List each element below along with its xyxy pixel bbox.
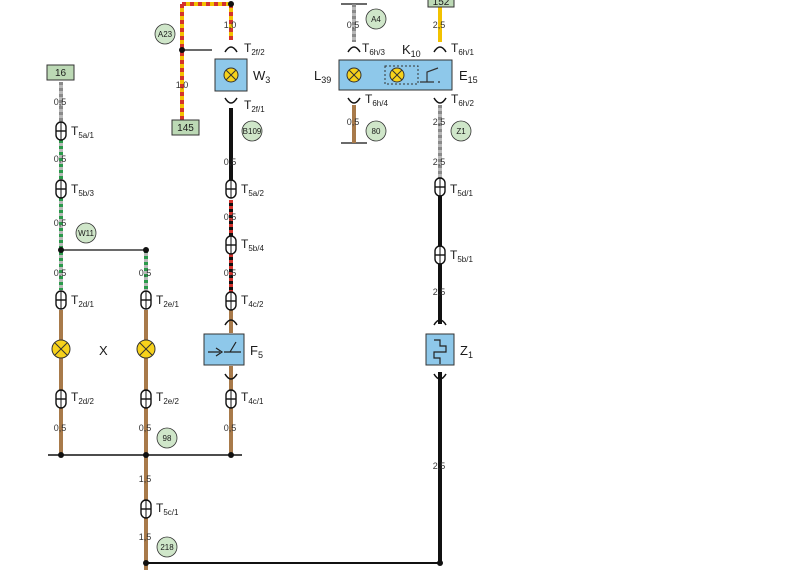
component-e15-label: E15 — [459, 68, 478, 85]
inline-connector-icon — [55, 290, 67, 310]
conn-label-T2f1: T2f/1 — [244, 98, 265, 114]
conn-label-T2d2: T2d/2 — [71, 390, 94, 406]
inline-connector-icon — [55, 121, 67, 141]
conn-label-T2d1: T2d/1 — [71, 293, 94, 309]
inline-connector-icon — [225, 291, 237, 311]
component-l39-label: L39 — [314, 68, 331, 85]
inline-connector-icon — [225, 235, 237, 255]
wire-gauge: 0,5 — [54, 423, 67, 433]
component-l39-e15: L39 K10 E15 — [314, 42, 478, 91]
circle-w11: W11 — [75, 222, 97, 244]
tag-16: 16 — [46, 64, 75, 81]
conn-label-T5b4: T5b/4 — [241, 237, 264, 253]
circle-a4: A4 — [365, 8, 387, 30]
tag-145-label: 145 — [177, 123, 194, 134]
component-f5: F5 — [203, 333, 263, 366]
tag-145: 145 — [171, 119, 200, 136]
pressure-switch-icon — [208, 341, 241, 357]
wire-gauge: 2,5 — [433, 117, 446, 127]
circle-218: 218 — [156, 536, 178, 558]
half-connectors — [224, 46, 447, 380]
inline-connector-icon — [140, 290, 152, 310]
circle-a23-label: A23 — [158, 30, 173, 39]
inline-connector-icon — [225, 179, 237, 199]
circle-80-label: 80 — [372, 127, 381, 136]
circle-b109-label: B109 — [243, 127, 262, 136]
tag-152-label: 152 — [433, 0, 450, 8]
column-3-wires — [180, 2, 233, 455]
circle-z1-label: Z1 — [456, 127, 466, 136]
inline-connector-icon — [225, 389, 237, 409]
circle-98-label: 98 — [163, 434, 172, 443]
component-f5-label: F5 — [250, 343, 263, 360]
inline-connector-icon — [55, 389, 67, 409]
component-w3: W3 — [214, 58, 270, 92]
tag-16-label: 16 — [55, 68, 67, 79]
wire-gauge: 0,5 — [224, 212, 237, 222]
wire-gauge: 2,5 — [433, 287, 446, 297]
wire-gauge: 0,5 — [54, 97, 67, 107]
inline-connector-icon — [140, 389, 152, 409]
wire-gauge: 0,5 — [224, 268, 237, 278]
circle-a4-label: A4 — [371, 15, 381, 24]
circle-b109: B109 — [241, 120, 263, 142]
component-w3-label: W3 — [253, 68, 270, 85]
inline-connector-icon — [55, 179, 67, 199]
component-z1-label: Z1 — [460, 343, 473, 360]
x-marker: X — [99, 343, 108, 358]
conn-label-T2e1: T2e/1 — [156, 293, 179, 309]
inline-connector-icon — [434, 177, 446, 197]
wire-gauge: 0,5 — [139, 423, 152, 433]
circle-98: 98 — [156, 427, 178, 449]
wire-gauge: 0,5 — [224, 157, 237, 167]
wire-gauge: 0,5 — [54, 154, 67, 164]
conn-label-T6h2: T6h/2 — [451, 92, 474, 108]
conn-label-T5b3: T5b/3 — [71, 182, 94, 198]
junction-dots — [58, 1, 443, 566]
conn-label-T4c2: T4c/2 — [241, 293, 264, 309]
wire-gauge: 0,5 — [54, 268, 67, 278]
inline-connector-icon — [434, 245, 446, 265]
conn-label-T5b1: T5b/1 — [450, 248, 473, 264]
conn-label-T5a1: T5a/1 — [71, 124, 94, 140]
wire-gauge: 0,5 — [347, 20, 360, 30]
tag-152: 152 — [427, 0, 455, 8]
conn-label-T5a2: T5a/2 — [241, 182, 264, 198]
conn-label-T6h1: T6h/1 — [451, 41, 474, 57]
wire-gauge: 0,5 — [224, 423, 237, 433]
wire-gauge: 1,0 — [224, 20, 237, 30]
wire-gauge: 2,5 — [433, 157, 446, 167]
conn-label-T5d1: T5d/1 — [450, 182, 473, 198]
bulb-right — [136, 339, 156, 359]
bulb-left — [51, 339, 71, 359]
inline-connector-icon — [140, 499, 152, 519]
wire-gauge: 0,5 — [54, 218, 67, 228]
component-k10-label: K10 — [402, 42, 421, 59]
circle-80: 80 — [365, 120, 387, 142]
switch-icon — [420, 67, 440, 83]
heater-element-icon — [433, 339, 447, 364]
wire-gauge: 2,5 — [433, 20, 446, 30]
circle-218-label: 218 — [160, 543, 174, 552]
conn-label-T2e2: T2e/2 — [156, 390, 179, 406]
wire-gauge: 1,5 — [139, 532, 152, 542]
wire-gauge: 0,5 — [347, 117, 360, 127]
circle-w11-label: W11 — [78, 229, 94, 238]
wire-gauge: 2,5 — [433, 461, 446, 471]
connector-symbols — [55, 121, 446, 519]
conn-label-T6h4: T6h/4 — [365, 92, 388, 108]
wire-gauge: 1,5 — [139, 474, 152, 484]
conn-label-T4c1: T4c/1 — [241, 390, 264, 406]
wire-gauge: 0,5 — [139, 268, 152, 278]
conn-label-T2f2: T2f/2 — [244, 41, 265, 57]
wire-gauge: 1,0 — [176, 80, 189, 90]
circle-a23: A23 — [154, 23, 176, 45]
component-z1: Z1 — [425, 333, 473, 366]
conn-label-T5c1: T5c/1 — [156, 501, 179, 517]
circle-z1: Z1 — [450, 120, 472, 142]
conn-label-T6h3: T6h/3 — [362, 41, 385, 57]
